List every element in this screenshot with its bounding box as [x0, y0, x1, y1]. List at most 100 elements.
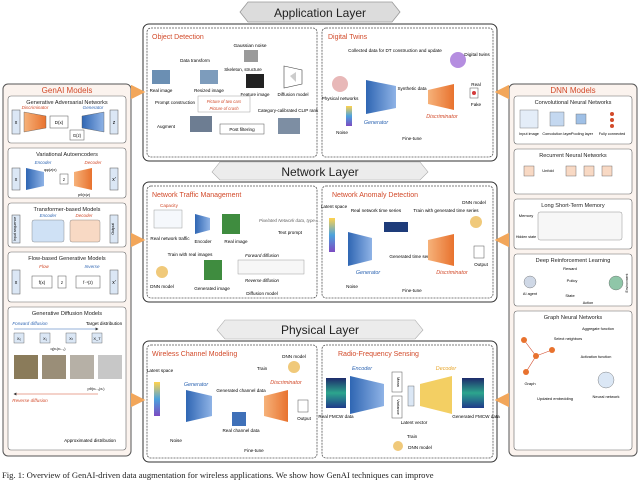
svg-text:Approximated distribution: Approximated distribution: [64, 438, 116, 443]
svg-text:x: x: [15, 177, 18, 183]
svg-text:qφ(z|x): qφ(z|x): [44, 167, 57, 172]
gan-box: Generative Adversarial Networks x Discri…: [7, 95, 127, 144]
wireless-panel: Wireless Channel Modeling DNN model Trai…: [146, 344, 318, 459]
transformer-box: Transformer-based Models Input sequence …: [7, 202, 127, 248]
flow-title: Flow-based Generative Models: [28, 256, 106, 262]
svg-text:Augment: Augment: [157, 124, 176, 129]
svg-text:Generated channel data: Generated channel data: [216, 388, 266, 393]
noise-image: [244, 50, 258, 62]
object-detection-panel: Object Detection Gaussian noise Data tra…: [146, 27, 319, 158]
svg-text:Forward diffusion: Forward diffusion: [245, 253, 279, 258]
svg-text:DNN model: DNN model: [462, 200, 486, 205]
ranked-images: [278, 118, 300, 134]
svg-text:G(z): G(z): [73, 133, 82, 138]
svg-text:Real image: Real image: [224, 239, 248, 244]
augmented-images: [190, 116, 212, 132]
real-image-thumb: [152, 70, 170, 84]
diffusion-box: Generative Diffusion Models Forward diff…: [7, 306, 127, 451]
genai-to-layers-arrows: [131, 84, 146, 408]
diffusion-title: Generative Diffusion Models: [32, 311, 102, 317]
svg-text:Encoder: Encoder: [40, 213, 57, 218]
svg-text:Convolution layer: Convolution layer: [542, 132, 572, 136]
svg-text:Reward: Reward: [563, 266, 577, 271]
lstm-box: Long Short-Term Memory Memory Hidden sta…: [513, 198, 633, 250]
drl-box: Deep Reinforcement Learning Reward AI ag…: [513, 253, 633, 307]
traffic-generated-image: [204, 260, 222, 280]
svg-text:Encoder: Encoder: [352, 366, 372, 372]
svg-text:Reverse diffusion: Reverse diffusion: [12, 398, 48, 403]
svg-text:Discriminator: Discriminator: [436, 270, 468, 276]
svg-text:Diffusion model: Diffusion model: [246, 291, 278, 296]
svg-text:Discriminator: Discriminator: [22, 105, 49, 110]
svg-text:z: z: [63, 177, 66, 182]
svg-text:x: x: [15, 120, 18, 126]
svg-text:State: State: [565, 293, 575, 298]
svg-text:Feature image: Feature image: [240, 92, 270, 97]
svg-text:Gaussian noise: Gaussian noise: [233, 43, 266, 49]
svg-text:Unfold: Unfold: [542, 168, 554, 173]
application-layer-title: Application Layer: [274, 6, 366, 20]
diffusion-image-3: [70, 355, 94, 379]
svg-text:z: z: [113, 120, 116, 126]
svg-text:pθ(xₜ₋₁|xₜ): pθ(xₜ₋₁|xₜ): [87, 387, 105, 391]
cnn-title: Convolutional Neural Networks: [535, 100, 612, 106]
svg-text:f⁻¹(z): f⁻¹(z): [83, 280, 93, 285]
digital-twins-title: Digital Twins: [328, 34, 368, 41]
gnn-title: Graph Neural Networks: [544, 315, 603, 321]
svg-text:Fine-tune: Fine-tune: [244, 448, 264, 453]
svg-text:Decoder: Decoder: [84, 160, 102, 165]
svg-text:Real: Real: [471, 82, 480, 87]
svg-text:DNN model: DNN model: [150, 284, 174, 289]
svg-text:Generator: Generator: [364, 120, 388, 126]
svg-text:Forward diffusion: Forward diffusion: [12, 321, 48, 326]
vae-title: Variational Autoencoders: [36, 152, 98, 158]
svg-text:Fine-tune: Fine-tune: [402, 136, 422, 141]
svg-text:Mean: Mean: [396, 377, 401, 387]
svg-text:Real image: Real image: [150, 88, 173, 93]
svg-text:Physical networks: Physical networks: [322, 96, 359, 101]
anomaly-title: Network Anomaly Detection: [332, 192, 418, 199]
rnn-title: Recurrent Neural Networks: [539, 153, 607, 159]
svg-text:Fine-tune: Fine-tune: [402, 288, 422, 293]
svg-text:Fully connected: Fully connected: [599, 132, 626, 136]
application-layer-banner: Application Layer: [239, 1, 401, 23]
rf-title: Radio-Frequency Sensing: [338, 351, 419, 358]
svg-text:X₁: X₁: [43, 336, 48, 341]
svg-text:Flow: Flow: [39, 264, 49, 269]
physical-layer-title: Physical Layer: [281, 323, 359, 337]
svg-text:Generated FMCW data: Generated FMCW data: [452, 414, 500, 419]
dnn-to-layers-arrows: [494, 84, 509, 408]
anomaly-latent-bar: [329, 218, 335, 252]
digital-twins-panel: Digital Twins Collected data for DT cons…: [321, 27, 494, 158]
svg-text:Real FMCW data: Real FMCW data: [318, 414, 354, 419]
svg-text:Input sequence: Input sequence: [13, 217, 17, 242]
svg-text:Latent space: Latent space: [321, 204, 348, 209]
svg-text:AI agent: AI agent: [523, 292, 538, 296]
network-layer-title: Network Layer: [281, 165, 358, 179]
svg-text:Picture of two cars: Picture of two cars: [207, 99, 242, 104]
svg-text:Fake: Fake: [471, 102, 482, 107]
resized-image-thumb: [200, 70, 218, 84]
svg-text:Digital twins: Digital twins: [464, 52, 490, 58]
diffusion-image-1: [14, 355, 38, 379]
svg-text:Aggregate function: Aggregate function: [582, 327, 614, 331]
svg-text:q(xₜ|xₜ₋₁): q(xₜ|xₜ₋₁): [51, 347, 67, 351]
svg-text:Generator: Generator: [83, 105, 104, 110]
rnn-box: Recurrent Neural Networks Unfold: [513, 148, 633, 195]
svg-text:Category-calibrated CLIP rank: Category-calibrated CLIP rank: [258, 108, 319, 113]
svg-text:Neural network: Neural network: [593, 394, 620, 399]
flow-box: Flow-based Generative Models Flow Invers…: [7, 251, 127, 303]
wireless-latent-bar: [154, 382, 160, 416]
svg-text:Generator: Generator: [184, 382, 208, 388]
real-fmcw-image: [326, 378, 346, 408]
feature-image-thumb: [246, 74, 264, 88]
svg-text:Decoder: Decoder: [75, 213, 93, 218]
svg-text:Discriminator: Discriminator: [270, 380, 302, 386]
svg-text:Text prompt: Text prompt: [278, 230, 303, 235]
svg-text:X_T: X_T: [93, 336, 101, 341]
post-filtering-box: [219, 123, 265, 135]
svg-text:Real network time series: Real network time series: [351, 208, 402, 213]
rf-panel: Radio-Frequency Sensing Encoder Decoder …: [318, 344, 500, 459]
svg-text:Prompt construction: Prompt construction: [155, 100, 196, 105]
